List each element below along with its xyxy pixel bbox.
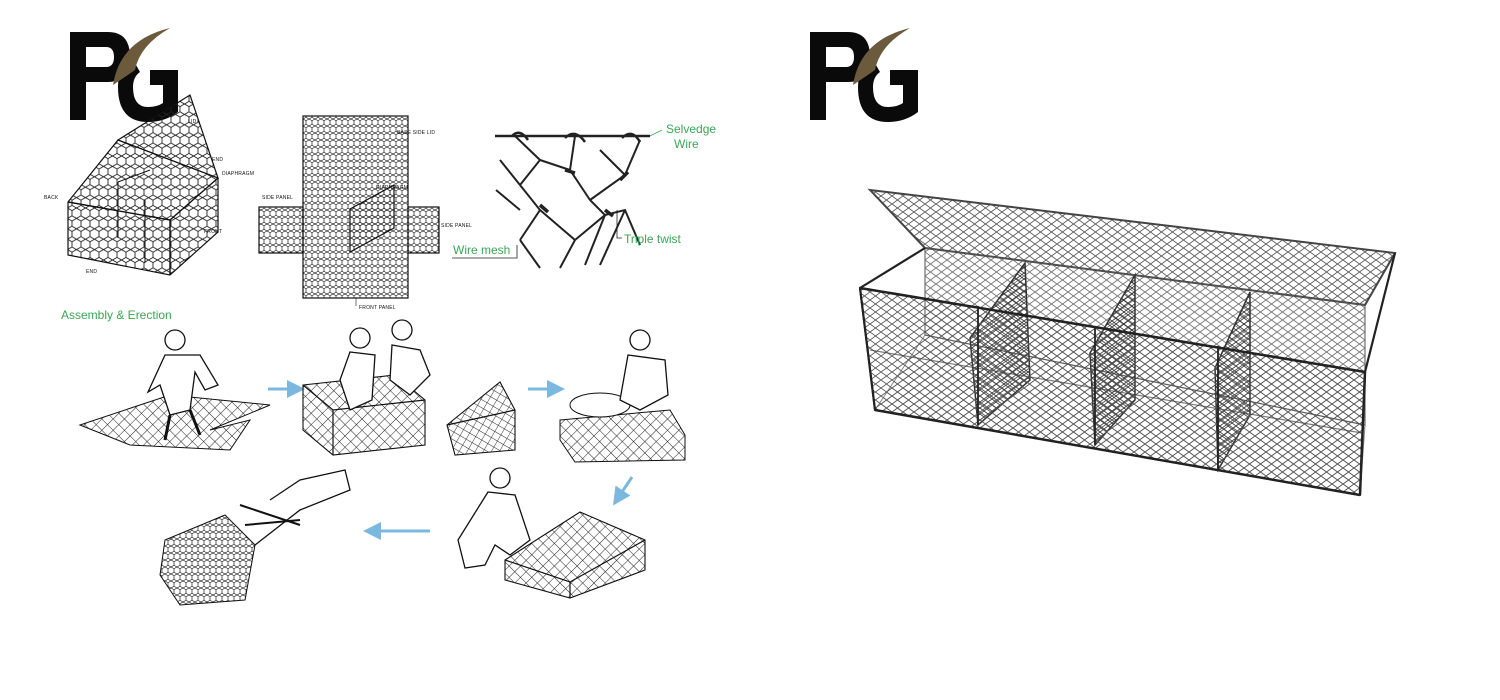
gabion-box-drawing xyxy=(67,94,219,276)
label-triple-twist: Triple twist xyxy=(624,232,681,246)
assembly-step-4 xyxy=(559,329,686,463)
label-selvedge-wire: Wire xyxy=(674,137,699,151)
label-selvedge: Selvedge xyxy=(666,122,717,136)
assembly-step-5 xyxy=(457,467,646,599)
assembly-title: Assembly & Erection xyxy=(61,308,172,322)
label-back: BACK xyxy=(44,195,59,201)
arrow-3 xyxy=(613,476,634,506)
unfolded-gabion-drawing xyxy=(258,115,440,306)
assembly-step-6 xyxy=(159,469,351,606)
label-diaphragm: DIAPHRAGM xyxy=(222,171,255,177)
label-side-panel-right: SIDE PANEL xyxy=(441,223,473,229)
assembly-step-2 xyxy=(302,319,431,456)
assembly-step-1 xyxy=(78,329,271,451)
label-lid: LID xyxy=(188,119,197,125)
triple-twist-detail xyxy=(452,129,663,269)
label-front-panel: FRONT PANEL xyxy=(359,305,396,311)
label-end-bottom: END xyxy=(86,269,98,275)
label-wire-mesh: Wire mesh xyxy=(453,243,511,257)
gabion-diagram-panel: LID END DIAPHRAGM BACK FRONT END BASE SI… xyxy=(44,28,717,606)
assembly-step-3 xyxy=(446,381,516,456)
pg-logo-right xyxy=(810,28,918,122)
gabion-box-render-panel xyxy=(760,0,1500,700)
label-base-side-lid: BASE SIDE LID xyxy=(397,130,436,136)
label-end-top: END xyxy=(212,157,224,163)
label-side-panel-left: SIDE PANEL xyxy=(262,195,294,201)
gabion-box-render xyxy=(858,188,1397,497)
pg-logo xyxy=(70,28,178,122)
gabion-diagram-svg xyxy=(67,28,686,606)
label-front: FRONT xyxy=(204,229,223,235)
label-unfolded-diaphragm: DIAPHRAGM xyxy=(376,185,409,191)
gabion-render-svg xyxy=(810,28,1397,497)
